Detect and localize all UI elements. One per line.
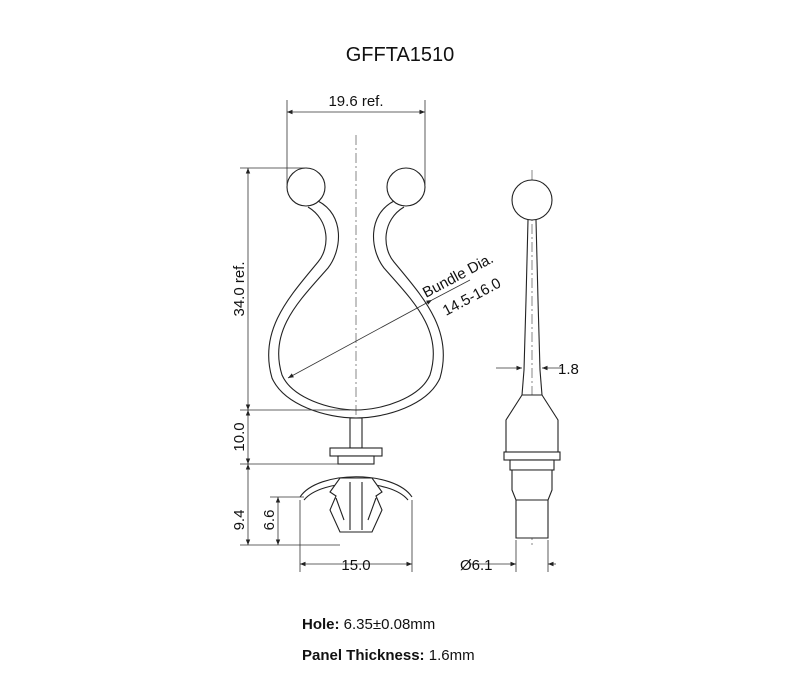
panel-thickness-spec: Panel Thickness: 1.6mm bbox=[302, 647, 475, 664]
dim-height-ref-text: 34.0 ref. bbox=[231, 261, 248, 316]
dim-thickness: 1.8 bbox=[496, 361, 579, 378]
side-strap bbox=[521, 219, 543, 396]
hole-label: Hole: bbox=[302, 616, 340, 633]
anchor-body bbox=[329, 477, 383, 533]
hole-value: 6.35±0.08mm bbox=[343, 616, 436, 633]
panel-thickness-value: 1.6mm bbox=[428, 647, 475, 664]
dim-anchor-width-text: 15.0 bbox=[341, 557, 370, 574]
dim-shaft-dia-text: Ø6.1 bbox=[460, 557, 493, 574]
side-wedge bbox=[505, 394, 559, 453]
side-knob bbox=[511, 179, 553, 221]
dim-base-height: 10.0 bbox=[231, 410, 338, 465]
dim-anchor-height: 9.4 bbox=[231, 464, 340, 546]
dim-anchor-height-text: 9.4 bbox=[231, 510, 248, 531]
dim-width-ref-text: 19.6 ref. bbox=[328, 93, 383, 110]
panel-thickness-label: Panel Thickness: bbox=[302, 647, 425, 664]
dim-thickness-text: 1.8 bbox=[558, 361, 579, 378]
clip-band-outer bbox=[278, 200, 434, 411]
side-anchor bbox=[511, 469, 553, 539]
dim-anchor-width: 15.0 bbox=[299, 500, 413, 574]
base-collar bbox=[337, 455, 375, 465]
dim-height-ref: 34.0 ref. bbox=[231, 167, 350, 411]
clip-neck bbox=[349, 417, 363, 449]
left-knob bbox=[286, 167, 326, 207]
right-knob bbox=[386, 167, 426, 207]
hole-spec: Hole: 6.35±0.08mm bbox=[302, 616, 435, 633]
front-view bbox=[268, 135, 444, 533]
anchor-slot bbox=[335, 482, 377, 530]
dim-shaft-dia: Ø6.1 bbox=[460, 540, 556, 574]
dim-bundle: Bundle Dia. 14.5-16.0 bbox=[287, 250, 504, 379]
side-base-plate bbox=[503, 451, 561, 461]
drawing-title: GFFTA1510 bbox=[345, 44, 455, 66]
dim-width-ref: 19.6 ref. bbox=[286, 93, 426, 185]
base-plate bbox=[329, 447, 383, 457]
side-collar bbox=[509, 459, 555, 471]
dim-base-height-text: 10.0 bbox=[231, 422, 248, 451]
dim-tip-height-text: 6.6 bbox=[261, 510, 278, 531]
side-view bbox=[503, 170, 561, 545]
dim-tip-height: 6.6 bbox=[261, 496, 304, 545]
